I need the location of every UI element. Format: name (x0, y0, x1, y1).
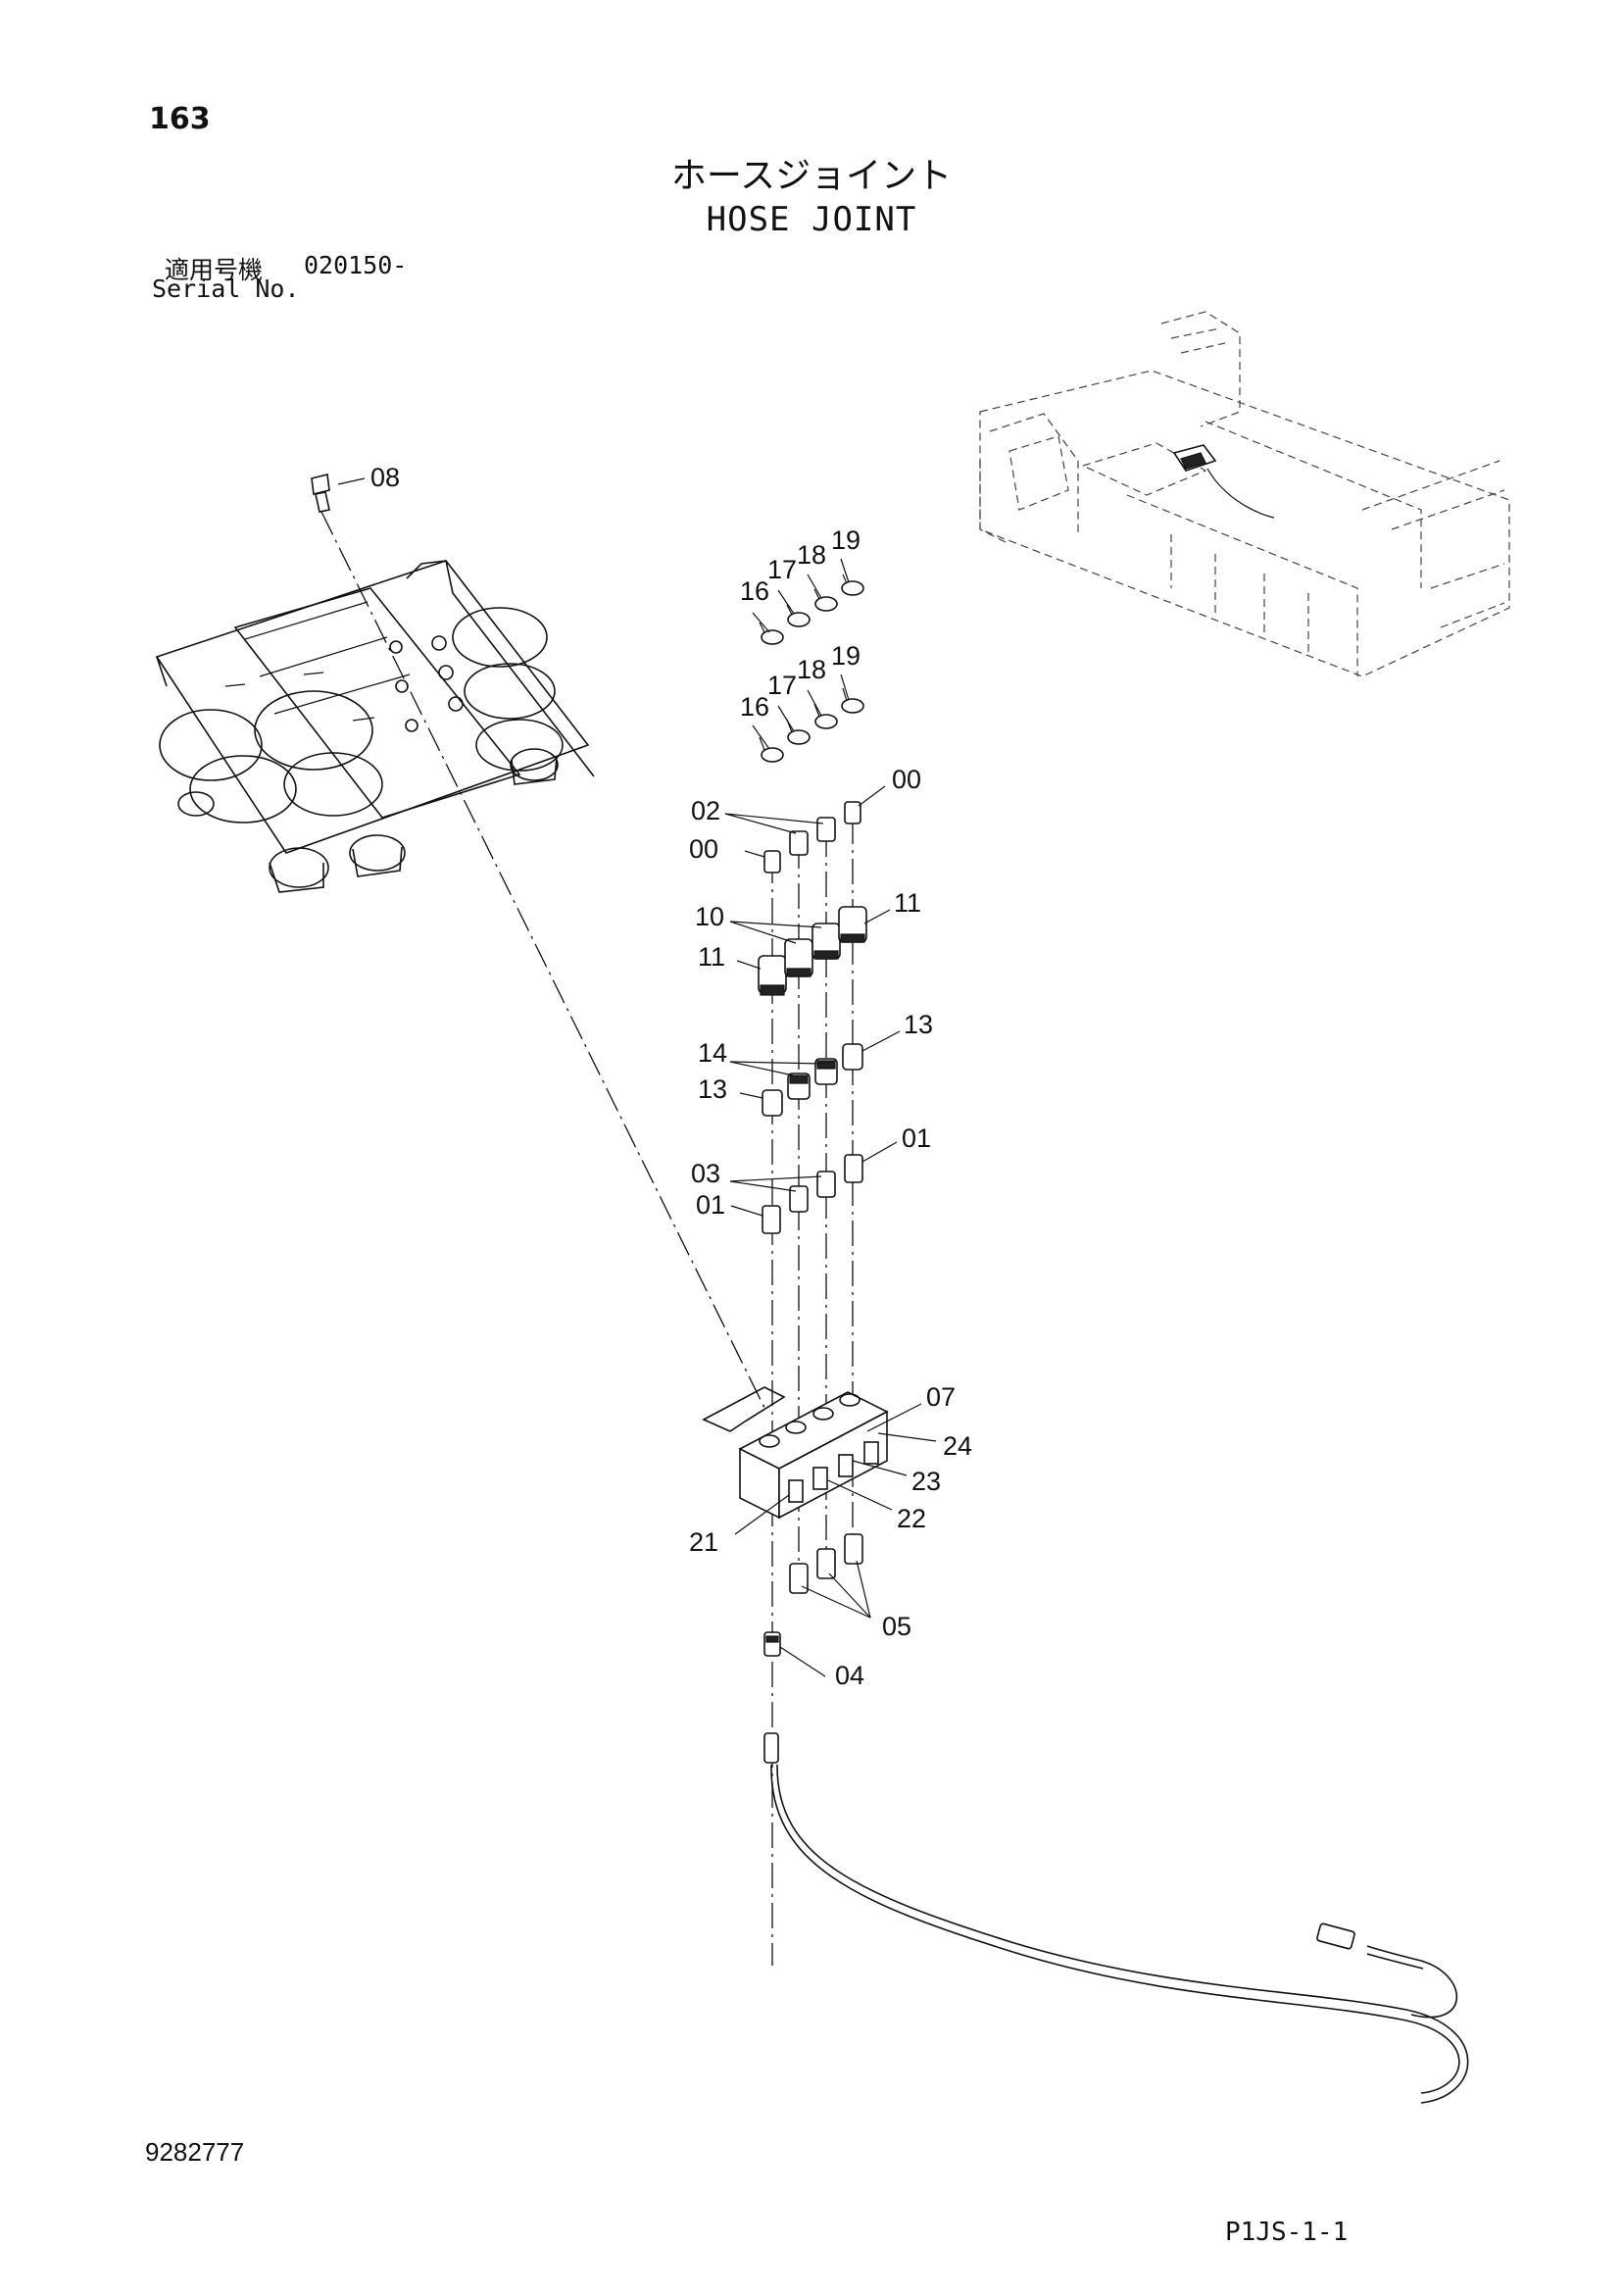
document-number: 9282777 (145, 2137, 245, 2167)
callout-16: 16 (740, 576, 769, 606)
callout-08: 08 (370, 463, 400, 492)
callout-00: 00 (892, 765, 921, 794)
callout-23: 23 (911, 1467, 941, 1496)
assembly-center-line (320, 511, 767, 1413)
caps-13-14 (762, 1043, 863, 1117)
hose-clamps-row-2 (759, 687, 864, 763)
callout-07: 07 (926, 1382, 956, 1412)
callout-13: 13 (698, 1074, 727, 1104)
callout-18: 18 (797, 540, 826, 570)
callout-11: 11 (894, 888, 921, 918)
callout-17: 17 (767, 671, 797, 700)
callout-24: 24 (943, 1431, 972, 1461)
control-valve-drawing (155, 560, 595, 893)
page-title: HOSE JOINT (706, 200, 917, 239)
serial-label: Serial No. (152, 275, 300, 303)
callout-18: 18 (797, 655, 826, 684)
leader-lines (724, 558, 937, 1677)
page-code: P1JS-1-1 (1225, 2218, 1349, 2247)
callout-01: 01 (902, 1123, 931, 1153)
hose-clamps-row-1 (759, 574, 864, 645)
machine-overview-drawing (979, 311, 1510, 677)
serial-label-japanese: 適用号機 (165, 256, 264, 284)
fittings-05 (789, 1533, 863, 1594)
callout-04: 04 (835, 1661, 864, 1690)
serial-number-value: 020150- (304, 251, 408, 279)
callout-13: 13 (904, 1010, 933, 1039)
page-number: 163 (149, 102, 211, 136)
page-title-japanese: ホースジョイント (670, 156, 953, 196)
callout-05: 05 (882, 1612, 911, 1641)
callout-19: 19 (831, 525, 861, 555)
callout-17: 17 (767, 555, 797, 584)
callout-16: 16 (740, 692, 769, 722)
fittings-01-03 (762, 1154, 863, 1234)
hose (763, 1732, 1469, 2104)
callout-11: 11 (698, 942, 725, 972)
couplers-10-11 (758, 906, 867, 996)
joint-block-07 (702, 1386, 889, 1520)
fittings-00-02 (763, 801, 861, 873)
callout-01: 01 (696, 1190, 725, 1220)
callout-21: 21 (689, 1527, 718, 1557)
callout-labels: 08 16 17 18 19 16 17 18 19 00 02 00 11 1… (370, 463, 972, 1690)
callout-03: 03 (691, 1159, 720, 1188)
callout-00: 00 (689, 834, 718, 864)
callout-10: 10 (695, 902, 724, 931)
callout-22: 22 (897, 1504, 926, 1533)
callout-19: 19 (831, 641, 861, 671)
callout-14: 14 (698, 1038, 727, 1068)
bolt-08 (311, 474, 366, 513)
fitting-04 (763, 1631, 781, 1657)
callout-02: 02 (691, 796, 720, 825)
